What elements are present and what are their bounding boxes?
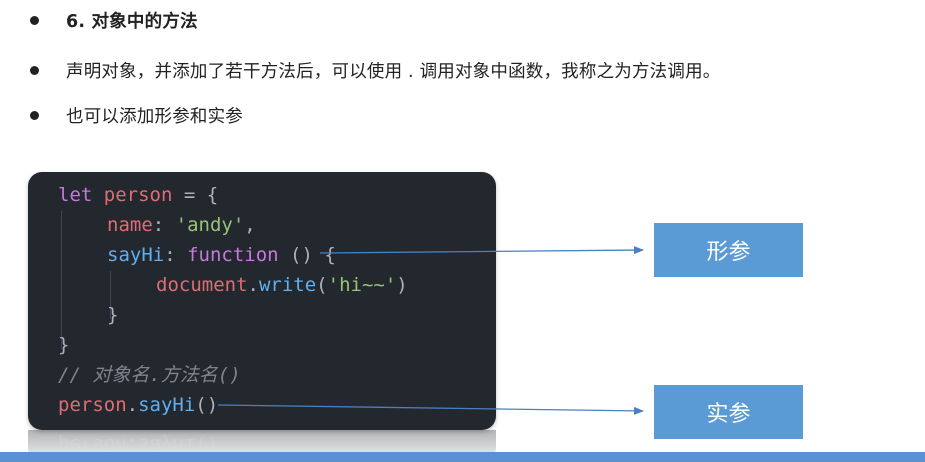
params-text: 也可以添加形参和实参	[66, 107, 243, 127]
section-heading: 6. 对象中的方法	[66, 12, 198, 32]
code-token: sayHi	[107, 244, 165, 266]
code-token: .	[126, 394, 139, 416]
bullet-dot	[30, 16, 39, 25]
code-token: ,	[244, 214, 256, 236]
code-token: function	[187, 244, 279, 266]
code-line-3: sayHi: function () {	[107, 244, 336, 266]
code-token: name	[107, 214, 153, 236]
code-token: 'hi~~'	[327, 274, 397, 296]
code-token: () {	[278, 244, 336, 266]
code-line-2: name: 'andy',	[107, 214, 256, 236]
code-comment: // 对象名.方法名()	[58, 364, 241, 386]
actual-param-text: 实参	[706, 402, 751, 427]
code-token: ()	[195, 394, 219, 416]
code-line-5: }	[107, 304, 119, 326]
indent-guide	[110, 271, 111, 319]
code-token: person	[103, 184, 173, 206]
code-token: person	[58, 394, 127, 416]
actual-param-label: 实参	[654, 385, 803, 439]
bullet-item-heading: 6. 对象中的方法	[30, 8, 198, 33]
code-token: let	[58, 184, 93, 206]
code-token: (	[316, 274, 328, 296]
code-block: let person = { name: 'andy', sayHi: func…	[28, 172, 496, 430]
formal-param-label: 形参	[654, 223, 803, 277]
code-token: sayHi	[138, 394, 196, 416]
code-token: :	[152, 214, 176, 236]
code-token: )	[396, 274, 408, 296]
code-token: :	[164, 244, 188, 266]
indent-guide	[61, 211, 62, 349]
code-token: write	[258, 274, 317, 296]
code-token: .	[247, 274, 259, 296]
code-line-6: }	[58, 334, 70, 356]
bullet-item-description: 声明对象，并添加了若干方法后，可以使用 . 调用对象中函数，我称之为方法调用。	[30, 58, 721, 83]
code-token: 'andy'	[175, 214, 245, 236]
code-line-4: document.write('hi~~')	[156, 274, 408, 296]
bullet-dot	[30, 111, 39, 120]
bottom-bar	[0, 452, 925, 462]
formal-param-text: 形参	[706, 240, 751, 265]
bullet-item-params: 也可以添加形参和实参	[30, 103, 243, 128]
code-line-8: person.sayHi()	[58, 394, 218, 416]
code-line-1: let person = {	[58, 184, 218, 206]
code-token: document	[156, 274, 248, 296]
bullet-dot	[30, 66, 39, 75]
description-text: 声明对象，并添加了若干方法后，可以使用 . 调用对象中函数，我称之为方法调用。	[66, 62, 721, 82]
code-token: = {	[172, 184, 219, 206]
